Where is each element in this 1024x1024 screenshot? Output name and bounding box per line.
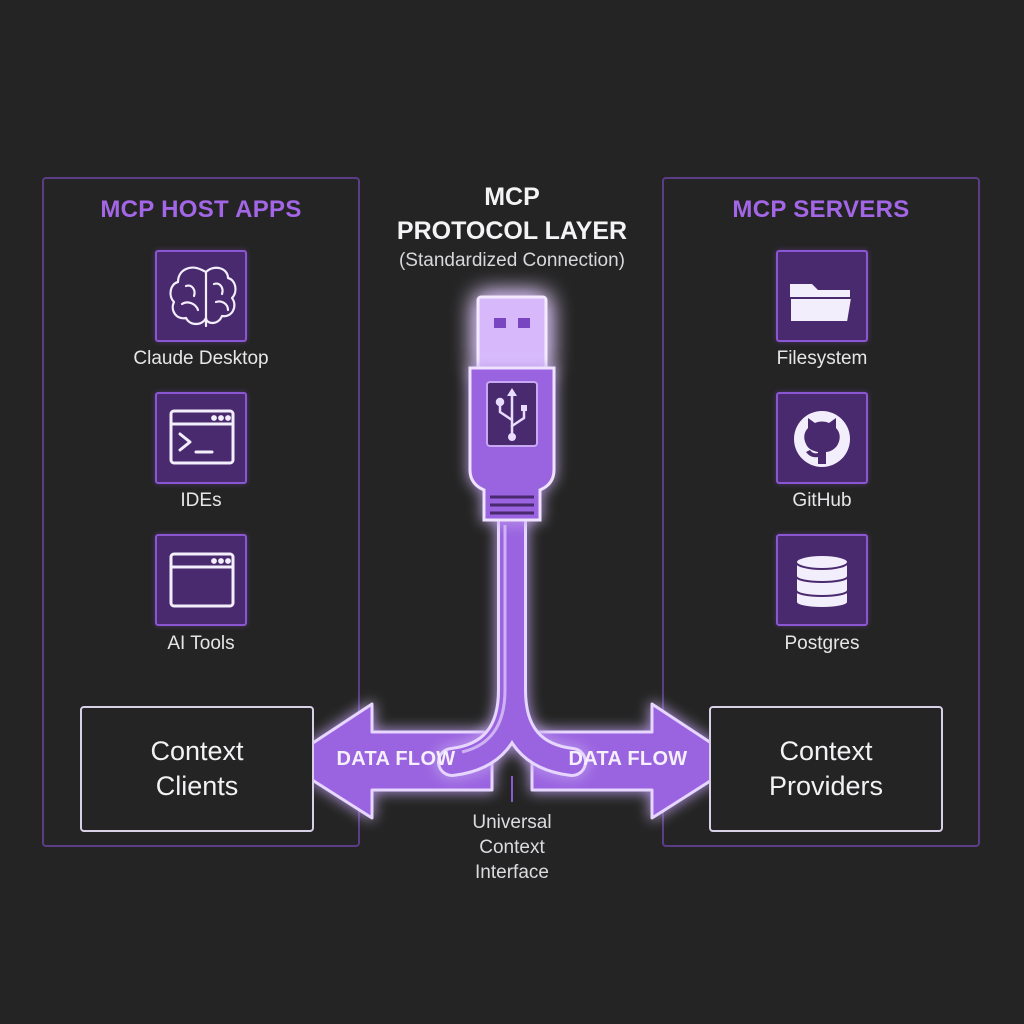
- filesystem-label: Filesystem: [776, 348, 868, 369]
- context-clients-line1: Context: [150, 736, 244, 766]
- interface-line2: Context: [479, 837, 545, 858]
- claude-desktop-label: Claude Desktop: [133, 348, 269, 369]
- database-icon: [795, 554, 849, 609]
- context-clients-line2: Clients: [155, 771, 239, 801]
- interface-line1: Universal: [472, 812, 552, 833]
- universal-interface-caption: Universal Context Interface: [412, 810, 612, 885]
- protocol-title-line1: MCP: [484, 183, 540, 211]
- context-providers-box: Context Providers: [709, 706, 943, 832]
- usb-symbol-icon: [495, 388, 527, 441]
- protocol-subtitle: (Standardized Connection): [398, 250, 626, 271]
- postgres-label: Postgres: [784, 633, 860, 654]
- usb-plug: [476, 295, 548, 371]
- data-flow-left-label: DATA FLOW: [336, 748, 456, 770]
- context-providers-line1: Context: [779, 736, 873, 766]
- ai-tools-label: AI Tools: [167, 633, 235, 654]
- github-icon: [794, 411, 850, 467]
- data-flow-right-label: DATA FLOW: [568, 748, 688, 770]
- browser-window-icon: [169, 552, 235, 608]
- host-apps-title: MCP HOST APPS: [100, 196, 302, 223]
- protocol-title-line2: PROTOCOL LAYER: [396, 217, 628, 245]
- host-apps-panel: [42, 177, 360, 847]
- context-clients-box: Context Clients: [80, 706, 314, 832]
- terminal-icon: [169, 409, 235, 465]
- interface-line3: Interface: [475, 862, 549, 883]
- usb-cable: [437, 505, 587, 777]
- servers-title: MCP SERVERS: [732, 196, 910, 223]
- ides-label: IDEs: [180, 490, 222, 511]
- brain-icon: [169, 266, 237, 328]
- usb-plug-body: [468, 366, 556, 522]
- context-providers-line2: Providers: [768, 771, 884, 801]
- github-label: GitHub: [792, 490, 852, 511]
- folder-icon: [789, 284, 854, 323]
- servers-panel: [662, 177, 980, 847]
